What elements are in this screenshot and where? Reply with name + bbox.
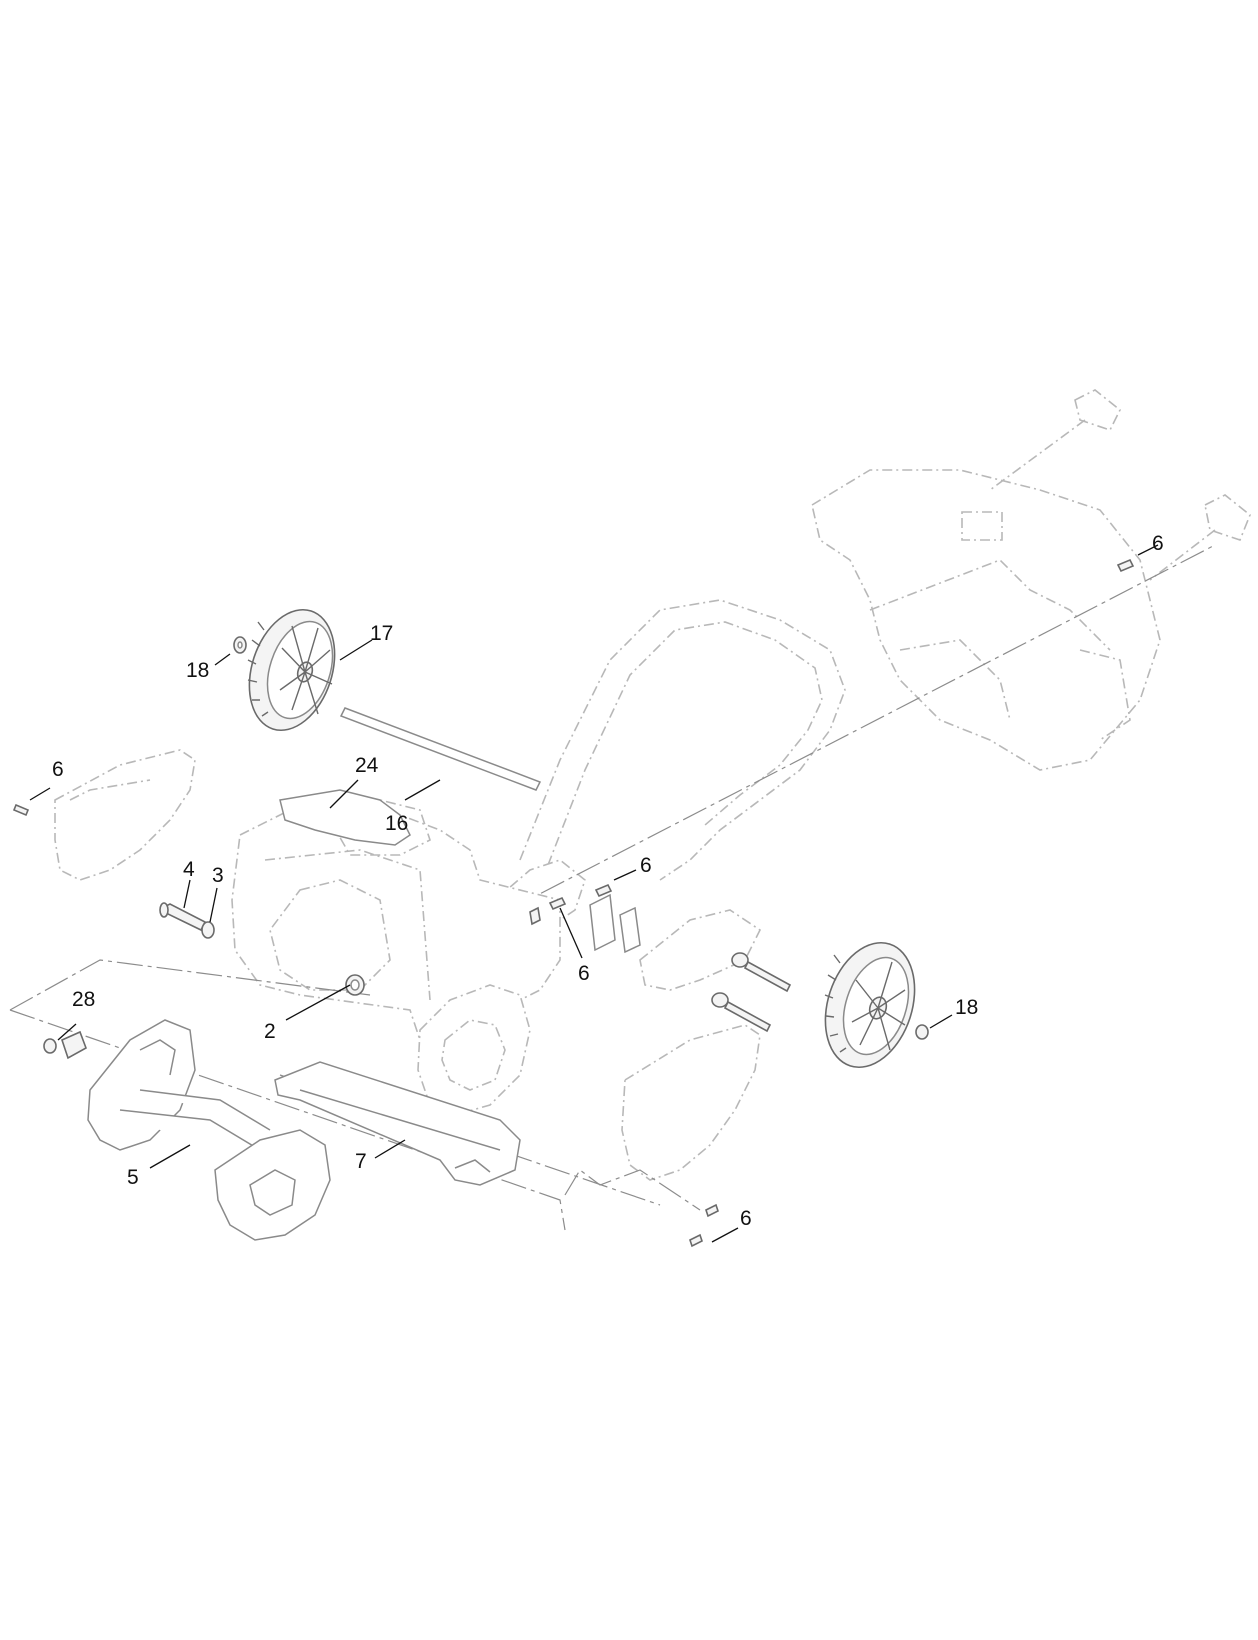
part-6-screws-bottom <box>689 1203 719 1248</box>
callout-6-left: 6 <box>52 758 64 781</box>
part-6-screw-left <box>12 803 30 817</box>
callout-28: 28 <box>72 988 95 1011</box>
callout-4: 4 <box>183 858 195 881</box>
callout-labels: 6 17 18 24 16 6 4 3 6 6 28 2 18 5 7 6 <box>52 532 1164 1230</box>
part-6-screw-top-right <box>1116 558 1135 573</box>
callout-18-left: 18 <box>186 659 209 682</box>
part-28-washer <box>43 1038 57 1054</box>
callout-5: 5 <box>127 1166 139 1189</box>
callout-6-top-right: 6 <box>1152 532 1164 555</box>
part-28-bushing <box>61 1030 87 1060</box>
part-16-axle <box>339 707 542 791</box>
callout-24: 24 <box>355 754 379 777</box>
part-5-auger <box>87 1019 331 1241</box>
callout-3: 3 <box>212 864 224 887</box>
part-6-screws-mid <box>529 883 613 926</box>
phantom-handle-assembly <box>469 389 1251 991</box>
part-4-bolt <box>159 902 207 932</box>
phantom-auger-housing <box>231 799 561 1116</box>
part-17-wheel-left <box>247 608 336 732</box>
part-18-washer-left <box>233 636 247 654</box>
callout-6-mid-upper: 6 <box>640 854 652 877</box>
callout-17: 17 <box>370 622 393 645</box>
part-3-washer <box>201 921 215 939</box>
part-24-cover-pad <box>279 789 411 846</box>
right-wheel <box>824 941 916 1069</box>
phantom-side-shield-left <box>54 749 196 881</box>
callout-7: 7 <box>355 1150 367 1173</box>
callout-6-bottom: 6 <box>740 1207 752 1230</box>
leader-lines <box>29 544 1159 1243</box>
part-7-scraper-bar <box>274 1061 521 1186</box>
callout-18-right: 18 <box>955 996 978 1019</box>
part-18-washer-right <box>915 1024 929 1040</box>
part-2-nut <box>345 974 365 996</box>
callout-6-mid-lower: 6 <box>578 962 590 985</box>
callout-16: 16 <box>385 812 408 835</box>
callout-2: 2 <box>264 1020 276 1043</box>
pivot-hardware <box>589 893 792 1033</box>
phantom-side-shield-right <box>621 1024 761 1181</box>
